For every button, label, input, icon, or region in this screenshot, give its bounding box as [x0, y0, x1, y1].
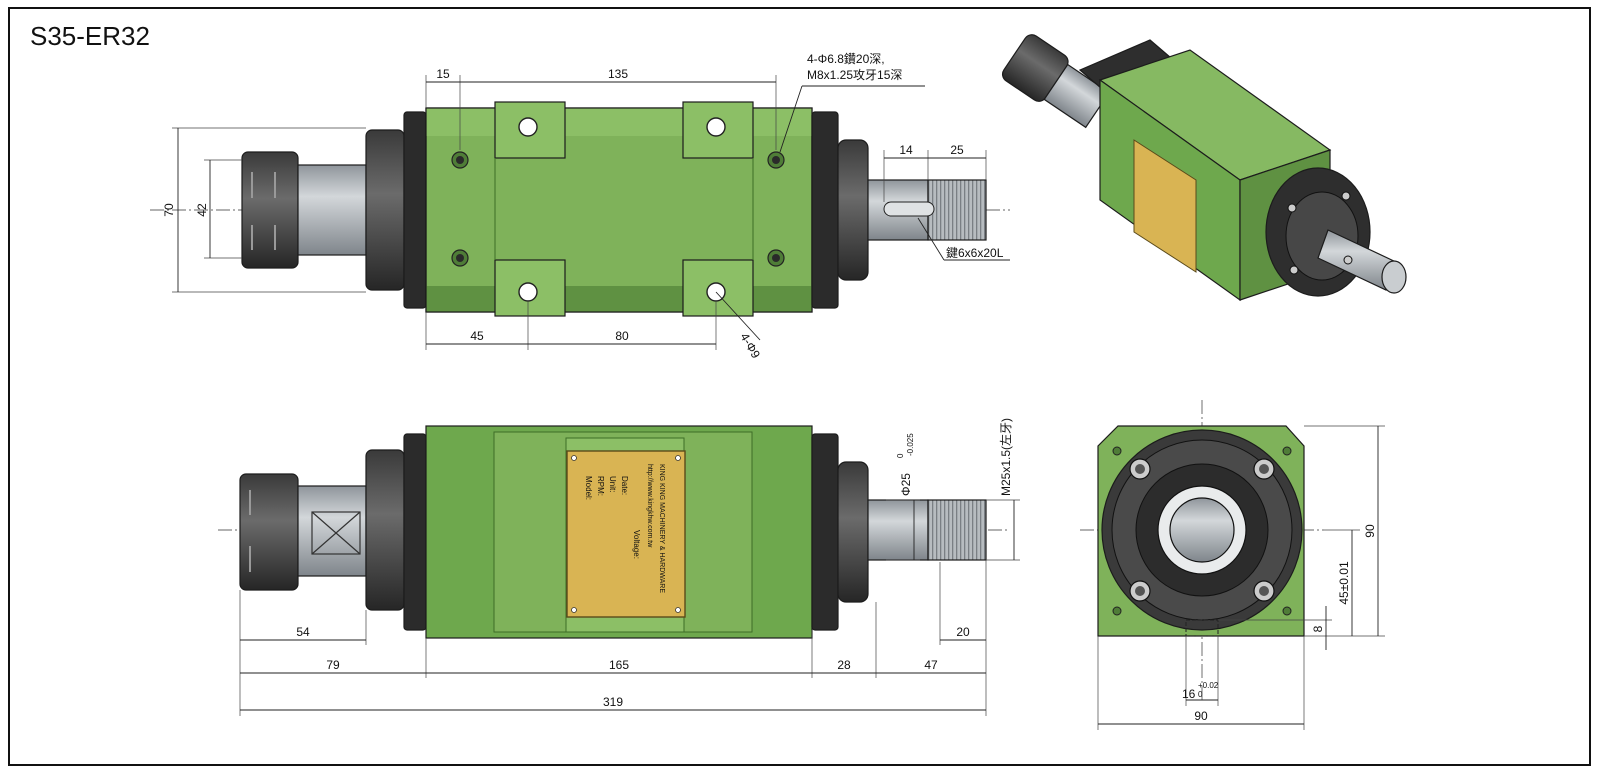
dim-45: 45	[470, 329, 484, 343]
dim-25: 25	[950, 143, 964, 157]
keyway	[883, 201, 935, 217]
dim-165: 165	[609, 658, 629, 672]
end-view: 90 45±0.01 8 16 +0.02 0 90	[1080, 400, 1385, 730]
front-flange-front	[365, 449, 405, 611]
nameplate-line: Unit:	[608, 476, 617, 492]
thread-callout: M25x1.5(左牙)	[998, 418, 1013, 496]
nameplate-line: KING KING MACHINERY & HARDWARE	[658, 464, 665, 593]
isometric-view	[1001, 34, 1407, 302]
through-hole	[518, 117, 538, 137]
dim-20: 20	[956, 625, 970, 639]
key-tol-lower: 0	[1198, 690, 1203, 699]
shaft-diameter: Φ25	[899, 473, 913, 496]
spindle-sleeve-top	[297, 164, 367, 256]
top-view: 15 135 70 42 45 80 14 25	[150, 51, 1010, 361]
dim-center-height: 45±0.01	[1337, 561, 1351, 605]
dim-28: 28	[837, 658, 851, 672]
nameplate: Model: RPM: Unit: Date: Voltage: KING KI…	[566, 450, 686, 618]
key-slot	[1185, 619, 1219, 637]
housing-top	[425, 107, 813, 313]
tapped-holes	[451, 151, 785, 267]
flange-bolts	[1112, 446, 1292, 616]
wrench-flats	[311, 511, 361, 555]
through-hole	[518, 282, 538, 302]
nameplate-line: Model:	[584, 476, 593, 500]
mount-pad-bottom-right	[682, 259, 754, 317]
dim-80: 80	[615, 329, 629, 343]
shaft-tol-lower: -0.025	[906, 433, 915, 456]
hole-callout-line1: 4-Φ6.8鑽20深,	[807, 51, 885, 66]
drawing-title: S35-ER32	[30, 21, 150, 51]
collet-nut-front	[239, 473, 299, 591]
end-dimensions: 90 45±0.01 8 16 +0.02 0 90	[1097, 425, 1385, 730]
front-cap-top	[403, 111, 427, 309]
front-dimensions: 54 20 79 165 28 47 319 Φ25 0 -0.025 M25x…	[239, 418, 1020, 716]
dim-14: 14	[899, 143, 913, 157]
rear-cap-top	[811, 111, 839, 309]
rear-bearing-top	[837, 139, 869, 281]
dim-79: 79	[326, 658, 340, 672]
dim-135: 135	[608, 67, 628, 81]
shaft-thread-front	[927, 499, 987, 561]
key-callout: 鍵6x6x20L	[946, 245, 1004, 260]
dim-90-horizontal: 90	[1194, 709, 1208, 723]
key-tol-upper: +0.02	[1198, 681, 1219, 690]
nameplate-line: Voltage:	[632, 530, 641, 559]
nameplate-line: RPM:	[596, 476, 605, 496]
collet-nut-top	[241, 151, 299, 269]
dim-15: 15	[436, 67, 450, 81]
rear-bearing-front	[837, 461, 869, 603]
front-flange-top	[365, 129, 405, 291]
drive-shaft-front	[867, 499, 929, 561]
iso-nameplate	[1133, 139, 1197, 273]
nameplate-line: Date:	[620, 476, 629, 495]
dim-8: 8	[1311, 625, 1325, 632]
spindle-sleeve-front	[297, 485, 367, 577]
through-hole	[706, 117, 726, 137]
dim-42: 42	[195, 203, 209, 217]
front-cap-front	[403, 433, 427, 631]
shaft-tol-upper: 0	[896, 453, 905, 458]
dim-key-width: 16	[1182, 687, 1196, 701]
hole-callout-line2: M8x1.25攻牙15深	[807, 68, 902, 82]
front-view: Model: RPM: Unit: Date: Voltage: KING KI…	[218, 418, 1020, 716]
rear-cap-front	[811, 433, 839, 631]
dim-47: 47	[924, 658, 938, 672]
nameplate-line: http://www.kingkhw.com.tw	[646, 464, 653, 548]
shaft-end	[1169, 497, 1235, 563]
iso-drive-shaft	[1317, 229, 1397, 291]
dim-90-vertical: 90	[1363, 524, 1377, 538]
dim-70: 70	[162, 203, 176, 217]
dim-319: 319	[603, 695, 623, 709]
shaft-thread-top	[927, 179, 987, 241]
dim-54: 54	[296, 625, 310, 639]
